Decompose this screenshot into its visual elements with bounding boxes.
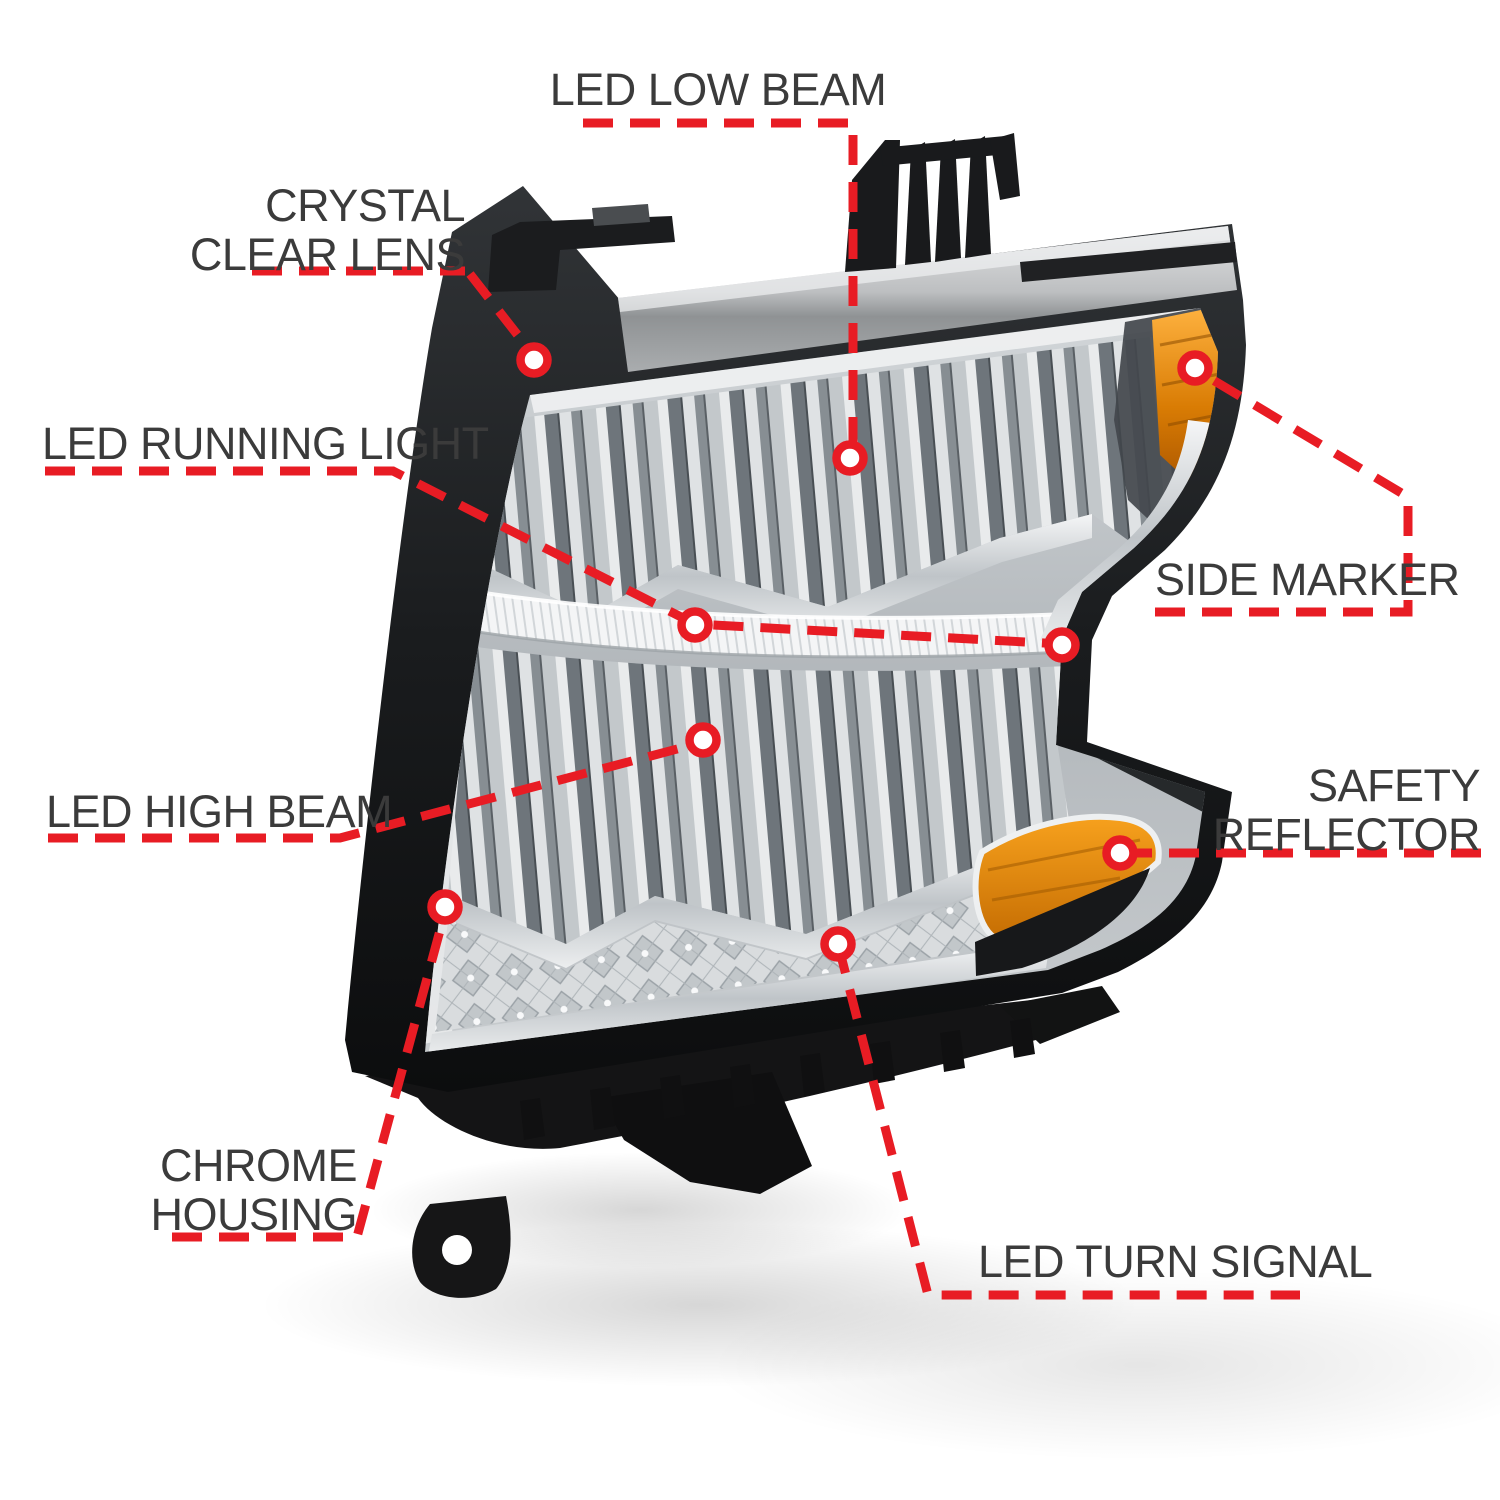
dot-side-marker <box>1177 350 1213 386</box>
callout-led-high-beam: LED HIGH BEAM <box>46 786 393 837</box>
dot-led-turn-signal <box>820 926 856 962</box>
dot-led-running-light-left <box>677 607 713 643</box>
housing-underside <box>365 986 1120 1194</box>
callout-crystal-clear-lens-line1: CRYSTAL <box>265 180 465 231</box>
dot-chrome-housing <box>427 889 463 925</box>
mounting-hole <box>442 1235 472 1265</box>
line-chrome-housing <box>172 910 450 1242</box>
zigzag-trim-lower <box>448 840 1072 968</box>
line-crystal-clear-lens <box>252 266 538 359</box>
callout-chrome-housing-line2: HOUSING <box>150 1188 357 1240</box>
mounting-tab <box>412 1196 511 1298</box>
turn-signal-strip <box>435 866 1072 1032</box>
line-led-running-light <box>45 466 1063 649</box>
callout-crystal-clear-lens-line2: CLEAR LENS <box>189 228 466 280</box>
callout-crystal-clear-lens: CRYSTAL CLEAR LENS <box>189 180 466 280</box>
callout-led-low-beam: LED LOW BEAM <box>549 64 887 115</box>
callout-safety-reflector: SAFETY REFLECTOR <box>1212 760 1481 860</box>
dot-crystal-clear-lens <box>516 342 552 378</box>
callout-led-turn-signal: LED TURN SIGNAL <box>978 1236 1373 1287</box>
dot-safety-reflector <box>1102 835 1138 871</box>
mounting-strip-right <box>1020 242 1237 282</box>
line-led-turn-signal <box>833 942 1300 1300</box>
callout-chrome-housing: CHROME HOUSING <box>150 1140 357 1240</box>
mounting-bracket-center <box>845 133 1020 272</box>
line-side-marker <box>1155 367 1413 617</box>
line-led-high-beam <box>48 738 702 843</box>
bottom-chrome-trim <box>428 942 1050 1052</box>
headlight-body <box>345 133 1246 1298</box>
callout-side-marker: SIDE MARKER <box>1155 554 1460 605</box>
high-beam-reflector <box>448 646 1072 944</box>
dot-led-low-beam <box>832 440 868 476</box>
dot-led-running-light-right <box>1044 627 1080 663</box>
callout-safety-reflector-line1: SAFETY <box>1307 760 1481 811</box>
dot-led-high-beam <box>685 722 721 758</box>
wing-bottom-shade <box>975 868 1150 976</box>
mounting-bracket-left <box>488 204 675 292</box>
callout-dots <box>427 342 1213 962</box>
callout-led-running-light: LED RUNNING LIGHT <box>42 418 489 469</box>
line-led-low-beam <box>583 118 858 448</box>
floor-shadow <box>260 1152 1500 1460</box>
lens-top-highlight <box>530 308 1205 413</box>
callout-chrome-housing-line1: CHROME <box>160 1140 357 1191</box>
callout-safety-reflector-line2: REFLECTOR <box>1212 808 1481 860</box>
callout-lines <box>45 118 1490 1300</box>
